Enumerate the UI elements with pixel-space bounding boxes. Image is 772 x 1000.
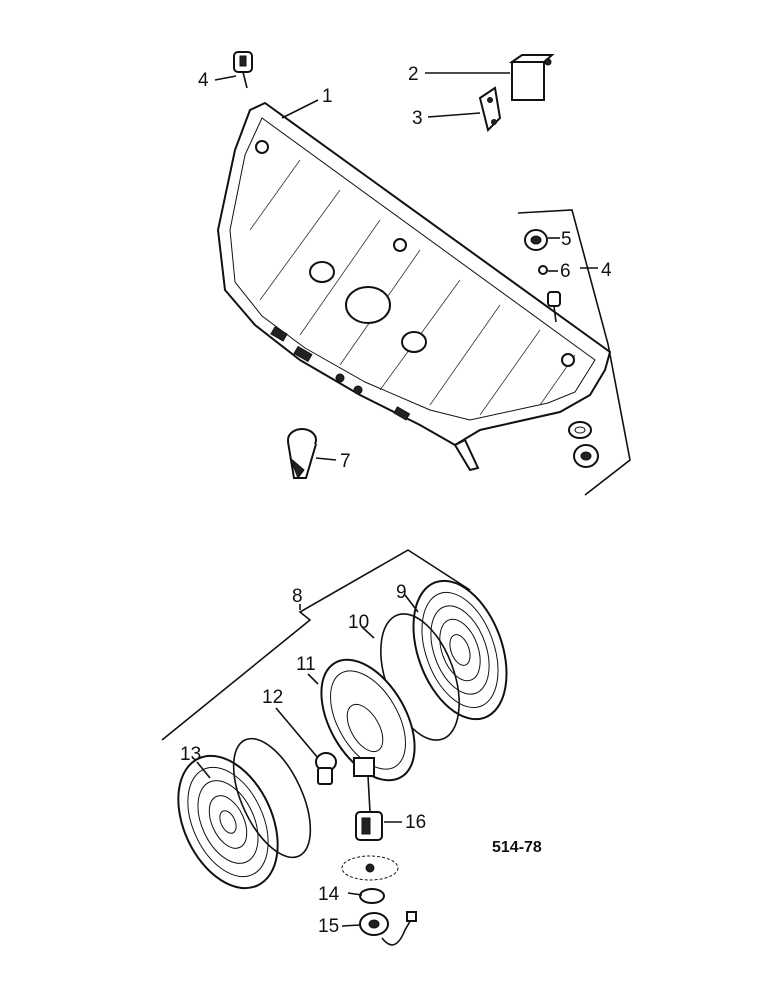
lens-part-13 (177, 754, 279, 890)
bolt (547, 291, 561, 323)
callout-10: 10 (348, 612, 369, 633)
nut-part-16 (355, 811, 383, 841)
plate-hole (309, 261, 335, 283)
reflector-part-11 (320, 658, 416, 782)
callout-4-group: 4 (601, 260, 612, 281)
callout-4-top: 4 (198, 70, 209, 91)
callout-6: 6 (560, 261, 571, 282)
callout-9: 9 (396, 582, 407, 603)
lens-part-9 (412, 579, 508, 721)
plate-hole (561, 353, 575, 367)
nut-part-5 (524, 229, 548, 251)
star-washer (341, 855, 399, 881)
box-part-2 (508, 54, 555, 101)
nut-lower (573, 444, 599, 468)
washer-part-14 (359, 888, 385, 904)
plate-hole (393, 238, 407, 252)
callout-12: 12 (262, 687, 283, 708)
bracket-part-3 (478, 86, 502, 132)
group-8-bracket (161, 549, 471, 741)
callout-5: 5 (561, 229, 572, 250)
callout-14: 14 (318, 884, 340, 905)
callout-8: 8 (292, 586, 303, 607)
group-4-bracket (517, 209, 631, 496)
grommet-part-7 (287, 428, 317, 480)
plate-hole (401, 331, 427, 353)
callout-13: 13 (180, 744, 201, 765)
callout-16: 16 (405, 812, 426, 833)
gasket-ring (232, 737, 312, 859)
nut-part-15 (359, 911, 417, 946)
screw-part-4 (233, 51, 253, 89)
callout-2: 2 (408, 64, 419, 85)
callout-11: 11 (296, 654, 316, 675)
figure-code: 514-78 (492, 839, 542, 856)
callout-15: 15 (318, 916, 339, 937)
washer-part-6 (538, 265, 548, 275)
callout-7: 7 (340, 451, 351, 472)
callout-1: 1 (322, 86, 333, 107)
mounting-plate (216, 101, 612, 472)
washer-lower (568, 421, 592, 439)
callout-3: 3 (412, 108, 423, 129)
plate-center-hole (345, 286, 391, 324)
plate-hole (255, 140, 269, 154)
bulb-part-12 (315, 752, 337, 785)
